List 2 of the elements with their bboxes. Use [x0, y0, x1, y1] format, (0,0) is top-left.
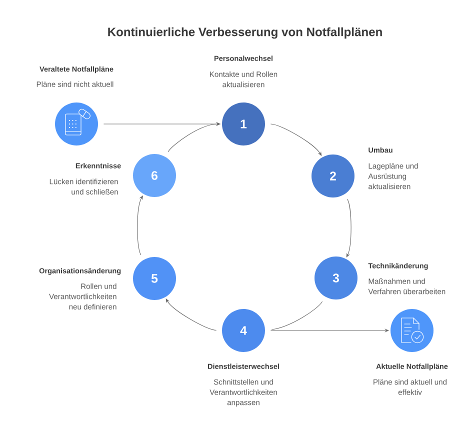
- title: Kontinuierliche Verbesserung von Notfallplänen: [108, 27, 382, 39]
- connector-line: [271, 301, 323, 330]
